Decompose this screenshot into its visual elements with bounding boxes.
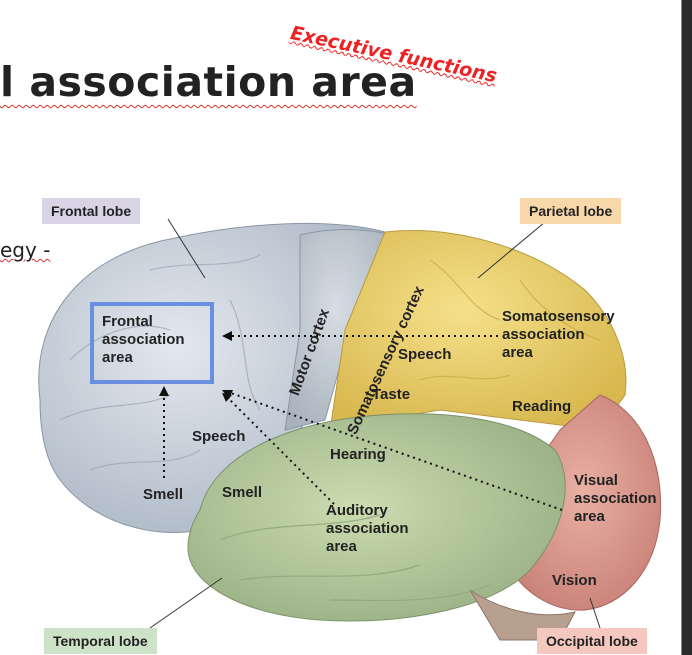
frontal-lobe-label: Frontal lobe: [42, 198, 141, 224]
frontal-association-highlight: [90, 302, 214, 384]
parietal-lobe-label: Parietal lobe: [520, 198, 622, 224]
gyri-texture: [59, 254, 261, 471]
somatosensory-association-area-label: Somatosensory association area: [502, 308, 615, 361]
hearing-label: Hearing: [330, 446, 386, 463]
speech-parietal-label: Speech: [398, 346, 452, 363]
smell-label-2: Smell: [222, 484, 263, 501]
temporal-lobe-region: [187, 413, 566, 622]
slide-edge-shadow: [681, 0, 682, 655]
temporal-lobe-label: Temporal lobe: [44, 628, 157, 654]
taste-label: Taste: [372, 386, 411, 403]
occipital-lobe-region: [504, 394, 662, 611]
reading-label: Reading: [512, 398, 572, 415]
auditory-association-area-label: Auditory association area: [326, 502, 409, 555]
smell-label-1: Smell: [143, 486, 184, 503]
speech-frontal-label: Speech: [192, 428, 246, 445]
occipital-lobe-label: Occipital lobe: [537, 628, 647, 654]
visual-association-area-label: Visual association area: [574, 472, 657, 525]
vision-label: Vision: [552, 572, 597, 589]
slide-edge: [682, 0, 692, 655]
frontal-association-area-label: Frontal association area: [102, 313, 185, 366]
slide-title: l association area: [0, 58, 417, 106]
brainstem-region: [469, 589, 576, 641]
partial-body-text: egy -: [0, 238, 51, 262]
motor-cortex-region: [284, 229, 389, 431]
